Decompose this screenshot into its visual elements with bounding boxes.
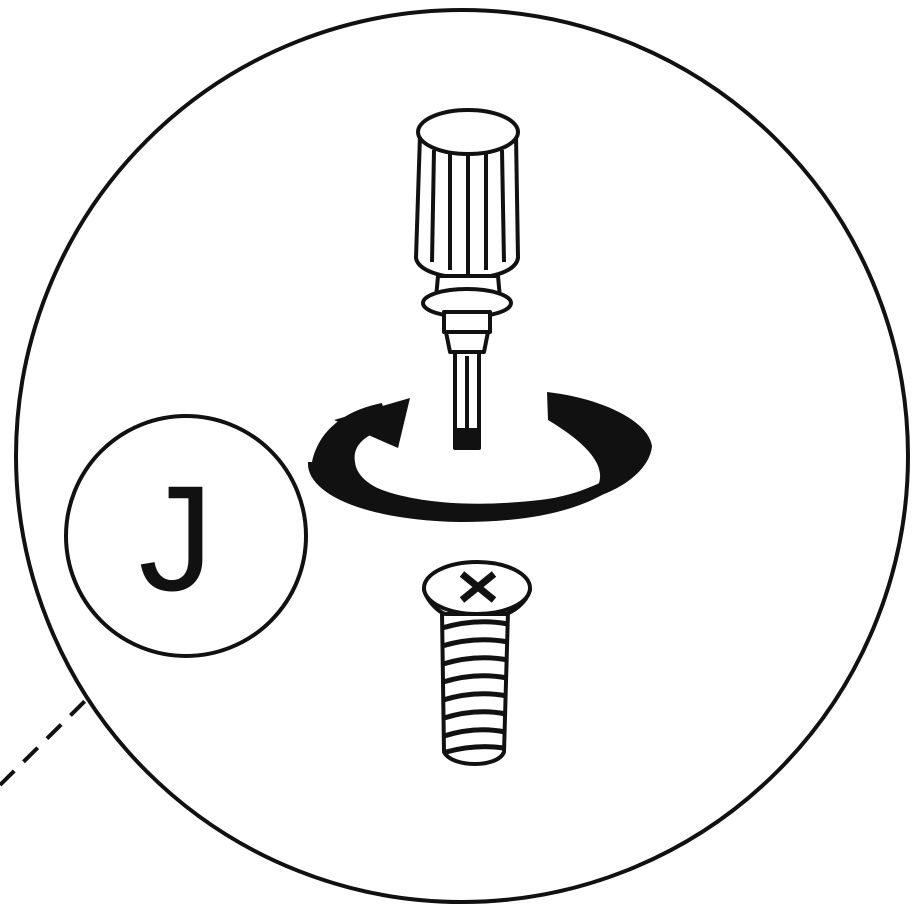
part-label-letter: J xyxy=(139,454,214,622)
dashed-leader-line xyxy=(0,700,86,785)
screw-body xyxy=(442,612,508,764)
screwdriver-tip xyxy=(455,430,479,448)
part-label-badge: J xyxy=(66,416,306,656)
screwdriver-bolster xyxy=(446,332,488,352)
screwdriver-handle-top xyxy=(418,110,518,154)
screwdriver-neck xyxy=(444,312,490,332)
